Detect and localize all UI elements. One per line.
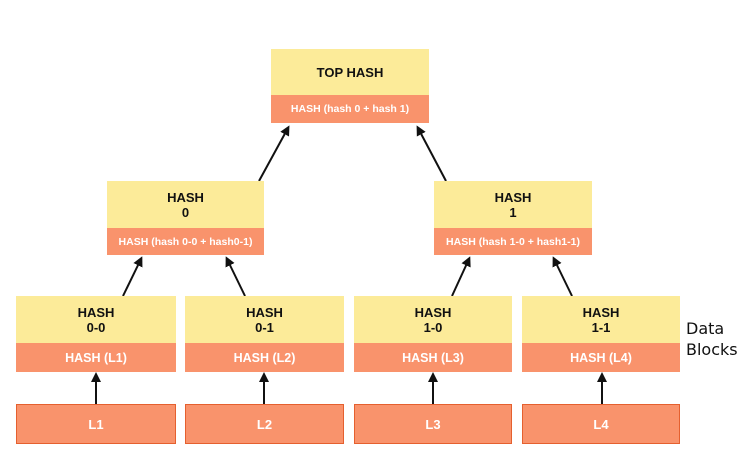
hash-0-0-title-box: HASH 0-0 (16, 296, 176, 343)
hash-1-title-box: HASH 1 (434, 181, 592, 228)
hash-1-0-title-box: HASH 1-0 (354, 296, 512, 343)
hash-1-0-index: 1-0 (423, 319, 443, 335)
hash-0-0-formula: HASH (L1) (65, 350, 127, 365)
hash-0-1-title: HASH (246, 304, 283, 320)
hash-0-title: HASH (167, 189, 204, 205)
hash-0-index: 0 (181, 204, 190, 220)
data-blocks-label-line2: Blocks (686, 340, 738, 359)
data-blocks-label-line1: Data (686, 319, 725, 338)
hash-1-0-formula-box: HASH (L3) (354, 343, 512, 372)
hash-0-0-index: 0-0 (86, 319, 106, 335)
hash-0-formula: HASH (hash 0-0 + hash0-1) (118, 235, 253, 248)
hash-1-formula-box: HASH (hash 1-0 + hash1-1) (434, 228, 592, 255)
hash-1-index: 1 (509, 204, 517, 220)
hash-1-node: HASH 1 HASH (hash 1-0 + hash1-1) (434, 181, 592, 255)
data-block-l1: L1 (16, 404, 176, 444)
hash-0-0-formula-box: HASH (L1) (16, 343, 176, 372)
top-hash-node: TOP HASH HASH (hash 0 + hash 1) (271, 49, 429, 123)
hash-0-1-title-box: HASH 0-1 (185, 296, 344, 343)
hash-1-1-node: HASH 1-1 HASH (L4) (522, 296, 680, 372)
hash-0-1-formula-box: HASH (L2) (185, 343, 344, 372)
top-hash-title: TOP HASH (316, 64, 384, 80)
hash-1-0-formula: HASH (L3) (402, 350, 464, 365)
hash-1-1-formula-box: HASH (L4) (522, 343, 680, 372)
hash-1-0-node: HASH 1-0 HASH (L3) (354, 296, 512, 372)
hash-1-1-title: HASH (582, 304, 620, 320)
hash-0-formula-box: HASH (hash 0-0 + hash0-1) (107, 228, 264, 255)
arrow-hash1-to-top (416, 125, 447, 182)
data-block-l4: L4 (522, 404, 680, 444)
hash-0-node: HASH 0 HASH (hash 0-0 + hash0-1) (107, 181, 264, 255)
hash-0-0-title: HASH (77, 304, 115, 320)
data-block-l3: L3 (354, 404, 512, 444)
hash-1-1-index: 1-1 (591, 319, 611, 335)
hash-0-1-node: HASH 0-1 HASH (L2) (185, 296, 344, 372)
top-hash-title-box: TOP HASH (271, 49, 429, 95)
arrow-hash01-to-hash0 (225, 256, 246, 297)
top-hash-formula: HASH (hash 0 + hash 1) (290, 103, 410, 115)
hash-1-title: HASH (494, 189, 532, 205)
hash-1-1-title-box: HASH 1-1 (522, 296, 680, 343)
hash-0-0-node: HASH 0-0 HASH (L1) (16, 296, 176, 372)
arrow-hash11-to-hash1 (552, 256, 573, 297)
data-block-l2: L2 (185, 404, 344, 444)
hash-1-1-formula: HASH (L4) (570, 350, 632, 365)
hash-0-title-box: HASH 0 (107, 181, 264, 228)
data-blocks-label: Data Blocks (686, 318, 744, 360)
hash-1-0-title: HASH (414, 304, 452, 320)
arrow-hash10-to-hash1 (451, 256, 471, 297)
hash-0-1-formula: HASH (L2) (233, 350, 296, 365)
hash-0-1-index: 0-1 (255, 319, 274, 335)
hash-1-formula: HASH (hash 1-0 + hash1-1) (446, 235, 580, 248)
top-hash-formula-box: HASH (hash 0 + hash 1) (271, 95, 429, 123)
arrow-hash00-to-hash0 (122, 256, 143, 297)
arrow-hash0-to-top (258, 125, 290, 182)
